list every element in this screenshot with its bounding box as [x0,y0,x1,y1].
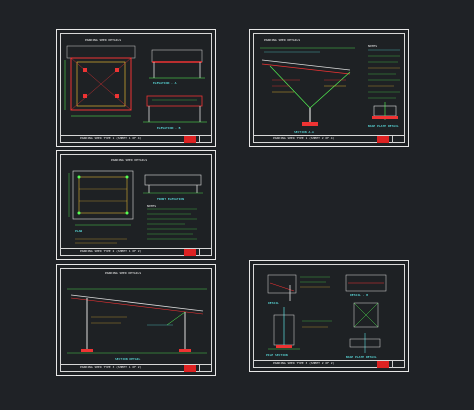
sheet-title: PARKING SHED DETAILS [264,38,301,42]
title-block-logo [184,249,196,256]
title-block-logo [377,136,389,143]
sheet-1-linework [64,45,207,123]
title-block: PARKING SHED TYPE 3 (SHEET 1 OF 2) [60,364,212,372]
title-block: PARKING SHED TYPE 3 (SHEET 2 OF 2) [253,360,405,368]
sheet-3-linework [68,170,203,244]
title-block-logo [184,365,196,372]
view-label: BASE PLATE DETAIL [346,355,377,359]
view-label: ELEVATION - A [153,81,177,85]
title-block-text: PARKING SHED TYPE 2 (SHEET 1 OF 2) [80,249,142,253]
sheet-title: PARKING SHED DETAILS [105,271,142,275]
sheet-border [253,33,405,143]
drawing-sheet-1[interactable]: PARKING SHED DETAILS ELEVATION - A ELEVA… [56,29,216,147]
view-label: SECTION DETAIL [115,357,141,361]
drawing-sheet-4[interactable]: PARKING SHED DETAILS SECTION DETAIL PARK… [56,264,216,376]
notes-heading: NOTES [147,204,157,208]
title-block-text: PARKING SHED TYPE 3 (SHEET 1 OF 2) [80,365,142,369]
view-label: PILE SECTION [266,353,288,357]
title-block: PARKING SHED TYPE 1 (SHEET 1 OF 4) [60,135,212,143]
title-block-logo [377,361,389,368]
view-label: BASE PLATE DETAIL [368,124,399,128]
view-label: DETAIL - B [350,293,369,297]
sheet-border [253,264,405,368]
sheet-border [60,268,212,372]
title-block-text: PARKING SHED TYPE 3 (SHEET 2 OF 2) [273,361,335,365]
drawing-sheet-5[interactable]: DETAIL PILE SECTION DETAIL - B BASE PLAT… [249,260,409,372]
sheet-number-box [392,361,402,368]
sheet-title: PARKING SHED DETAILS [111,158,148,162]
drawing-sheet-3[interactable]: PARKING SHED DETAILS PLAN FRONT ELEVATIO… [56,150,216,260]
sheet-5-linework [267,274,387,353]
sheet-number-box [199,365,209,372]
view-label: FRONT ELEVATION [157,197,185,201]
sheet-4-linework [67,288,207,354]
title-block: PARKING SHED TYPE 1 (SHEET 2 OF 4) [253,135,405,143]
view-label: DETAIL [268,301,279,305]
title-block: PARKING SHED TYPE 2 (SHEET 1 OF 2) [60,248,212,256]
title-block-text: PARKING SHED TYPE 1 (SHEET 2 OF 4) [273,136,335,140]
sheet-title: PARKING SHED DETAILS [85,38,122,42]
view-label: SECTION A-A [294,130,314,134]
title-block-logo [184,136,196,143]
sheet-border [60,33,212,143]
sheet-number-box [199,136,209,143]
sheet-border [60,154,212,256]
sheet-number-box [199,249,209,256]
view-label: PLAN [75,229,83,233]
view-label: ELEVATION - B [157,126,181,130]
sheet-2-linework [260,47,400,126]
notes-heading: NOTES [368,44,378,48]
title-block-text: PARKING SHED TYPE 1 (SHEET 1 OF 4) [80,136,142,140]
drawing-sheet-2[interactable]: PARKING SHED DETAILS SECTION A-A BASE PL… [249,29,409,147]
sheet-number-box [392,136,402,143]
